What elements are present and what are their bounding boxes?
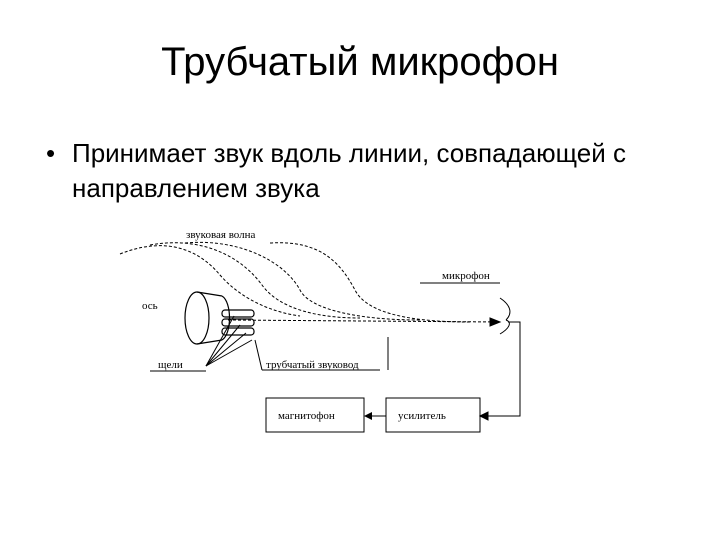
bullet-text: Принимает звук вдоль линии, совпадающей … xyxy=(72,138,626,203)
microphone-front xyxy=(499,319,510,335)
axis-line xyxy=(227,319,501,323)
sound-wave-lines xyxy=(119,241,501,323)
microphone-symbol xyxy=(420,282,521,421)
label-axis: ось xyxy=(142,300,158,312)
slot-leader-lines xyxy=(205,315,253,367)
recorder-box: магнитофон xyxy=(265,397,365,433)
label-sound-wave: звуковая волна xyxy=(186,229,256,241)
tube-bottom-edge xyxy=(196,339,223,345)
sound-wave-line-3 xyxy=(184,241,421,321)
amplifier-box: усилитель xyxy=(385,397,481,433)
slide-title: Трубчатый микрофон xyxy=(161,40,559,84)
tube-back-arc xyxy=(221,295,231,341)
sound-wave-line-4 xyxy=(269,242,471,323)
bullet-item: • Принимает звук вдоль линии, совпадающе… xyxy=(46,136,696,206)
tube-top-edge xyxy=(196,291,223,297)
label-microphone: микрофон xyxy=(442,270,490,282)
sound-wave-line-2 xyxy=(149,242,361,319)
sound-wave-line-1 xyxy=(119,245,301,317)
bullet-dot: • xyxy=(46,138,56,168)
amp-to-recorder-arrow xyxy=(364,412,386,420)
label-amplifier: усилитель xyxy=(398,410,446,422)
tube-leader xyxy=(254,337,389,371)
tube-cylinder xyxy=(184,291,255,345)
label-tube: трубчатый звуковод xyxy=(266,359,359,371)
tube-slot-1 xyxy=(221,309,255,318)
label-recorder: магнитофон xyxy=(278,410,335,422)
signal-arrow xyxy=(478,411,489,421)
microphone-body xyxy=(499,297,511,321)
tube-slot-2 xyxy=(221,318,255,327)
signal-wire xyxy=(480,321,521,417)
tube-front-ellipse xyxy=(184,291,210,345)
label-slots: щели xyxy=(158,359,183,371)
arrow-head xyxy=(489,317,502,327)
